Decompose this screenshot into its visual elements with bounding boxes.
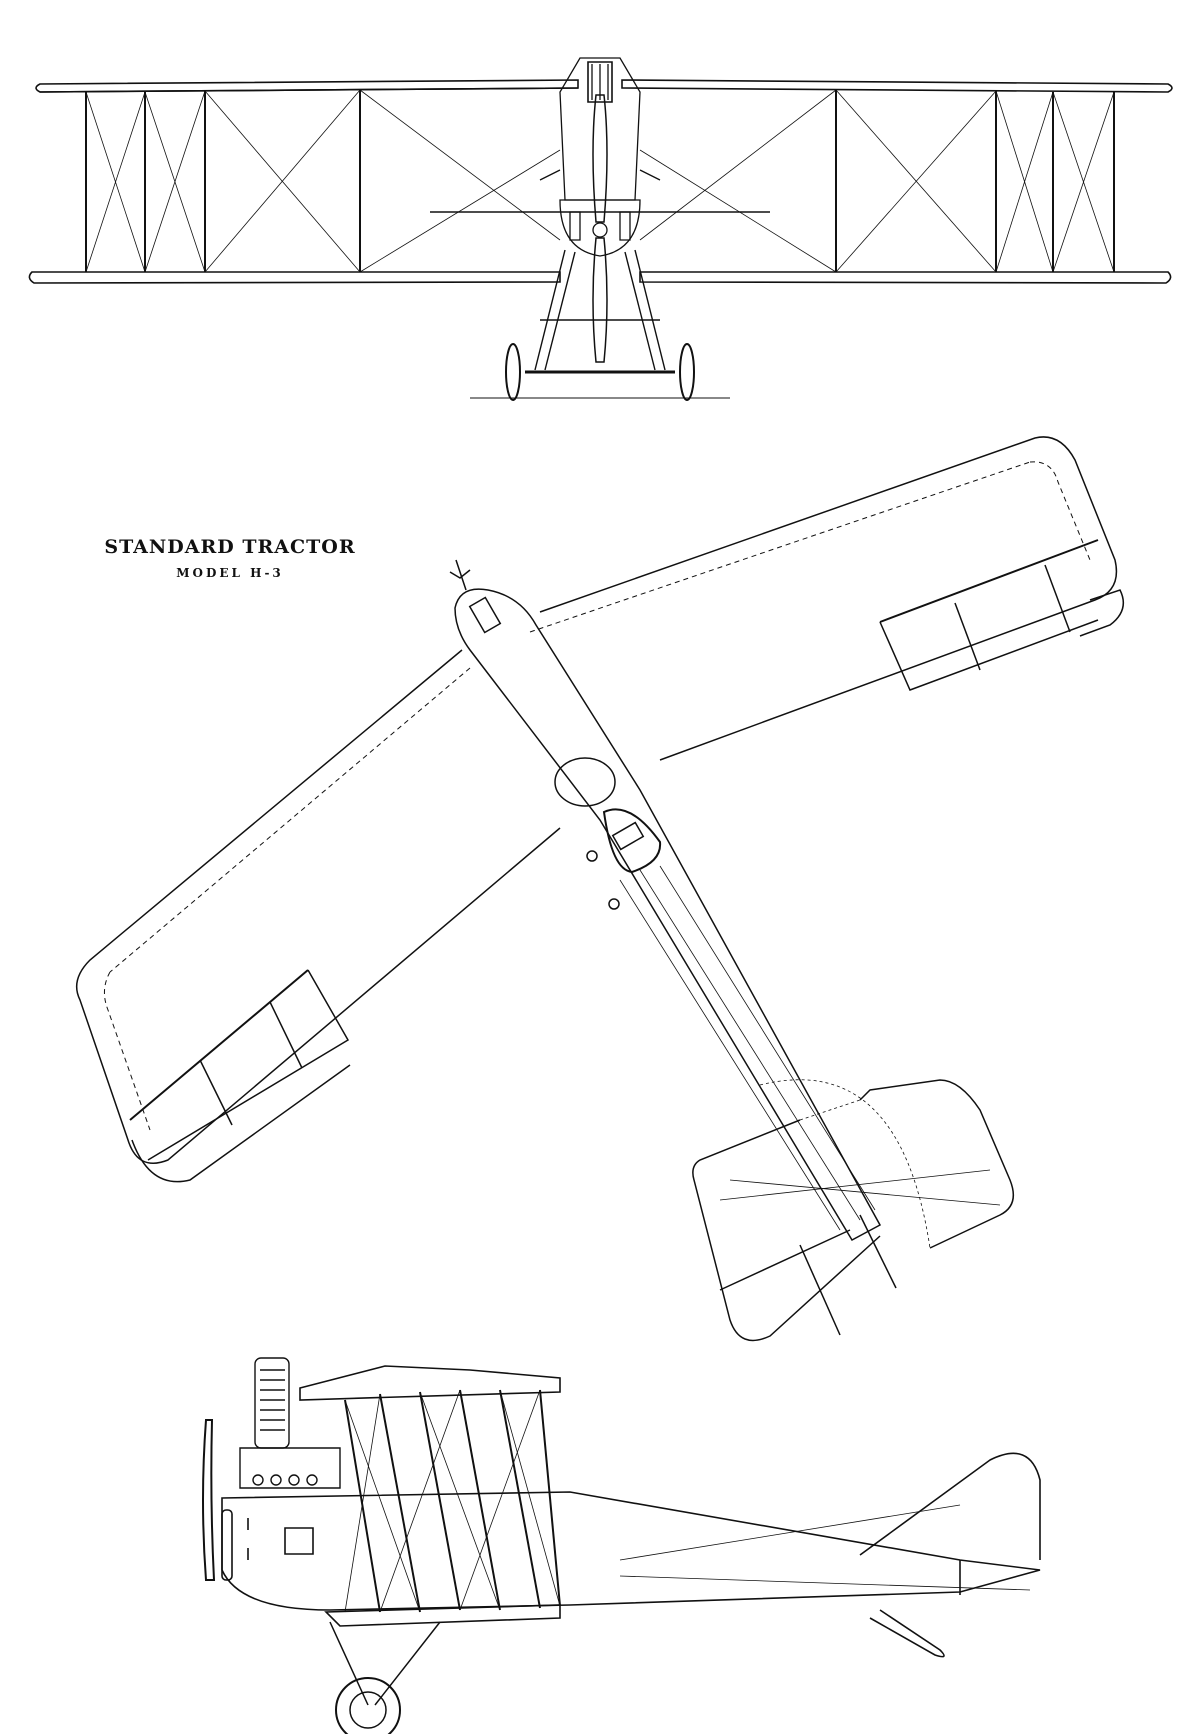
- bracing-wires: [86, 90, 1114, 272]
- engine-side: [240, 1358, 340, 1488]
- plan-left-wing: [77, 650, 560, 1182]
- landing-gear-side: [318, 1622, 440, 1734]
- title-block: STANDARD TRACTOR MODEL H-3: [100, 536, 360, 580]
- propeller-side: [203, 1420, 214, 1580]
- upper-wing: [36, 80, 1172, 92]
- undercarriage-front: [470, 250, 730, 400]
- struts-side: [345, 1390, 560, 1612]
- wings-side: [300, 1366, 560, 1626]
- drawing-title: STANDARD TRACTOR: [104, 536, 356, 558]
- plan-view: [77, 437, 1124, 1341]
- tail-side: [620, 1453, 1040, 1656]
- lower-wing: [29, 272, 1170, 283]
- fuselage-front: [540, 58, 660, 256]
- propeller-front: [593, 95, 607, 362]
- plan-tailplane: [693, 1080, 1013, 1341]
- interplane-struts: [86, 90, 1114, 272]
- front-view: [29, 58, 1172, 400]
- fuselage-side: [222, 1492, 1040, 1610]
- side-view: [203, 1358, 1040, 1734]
- plan-fuselage: [450, 560, 880, 1240]
- plan-right-wing: [530, 437, 1123, 760]
- drawing-subtitle: MODEL H-3: [176, 566, 284, 580]
- wires-side: [345, 1390, 560, 1612]
